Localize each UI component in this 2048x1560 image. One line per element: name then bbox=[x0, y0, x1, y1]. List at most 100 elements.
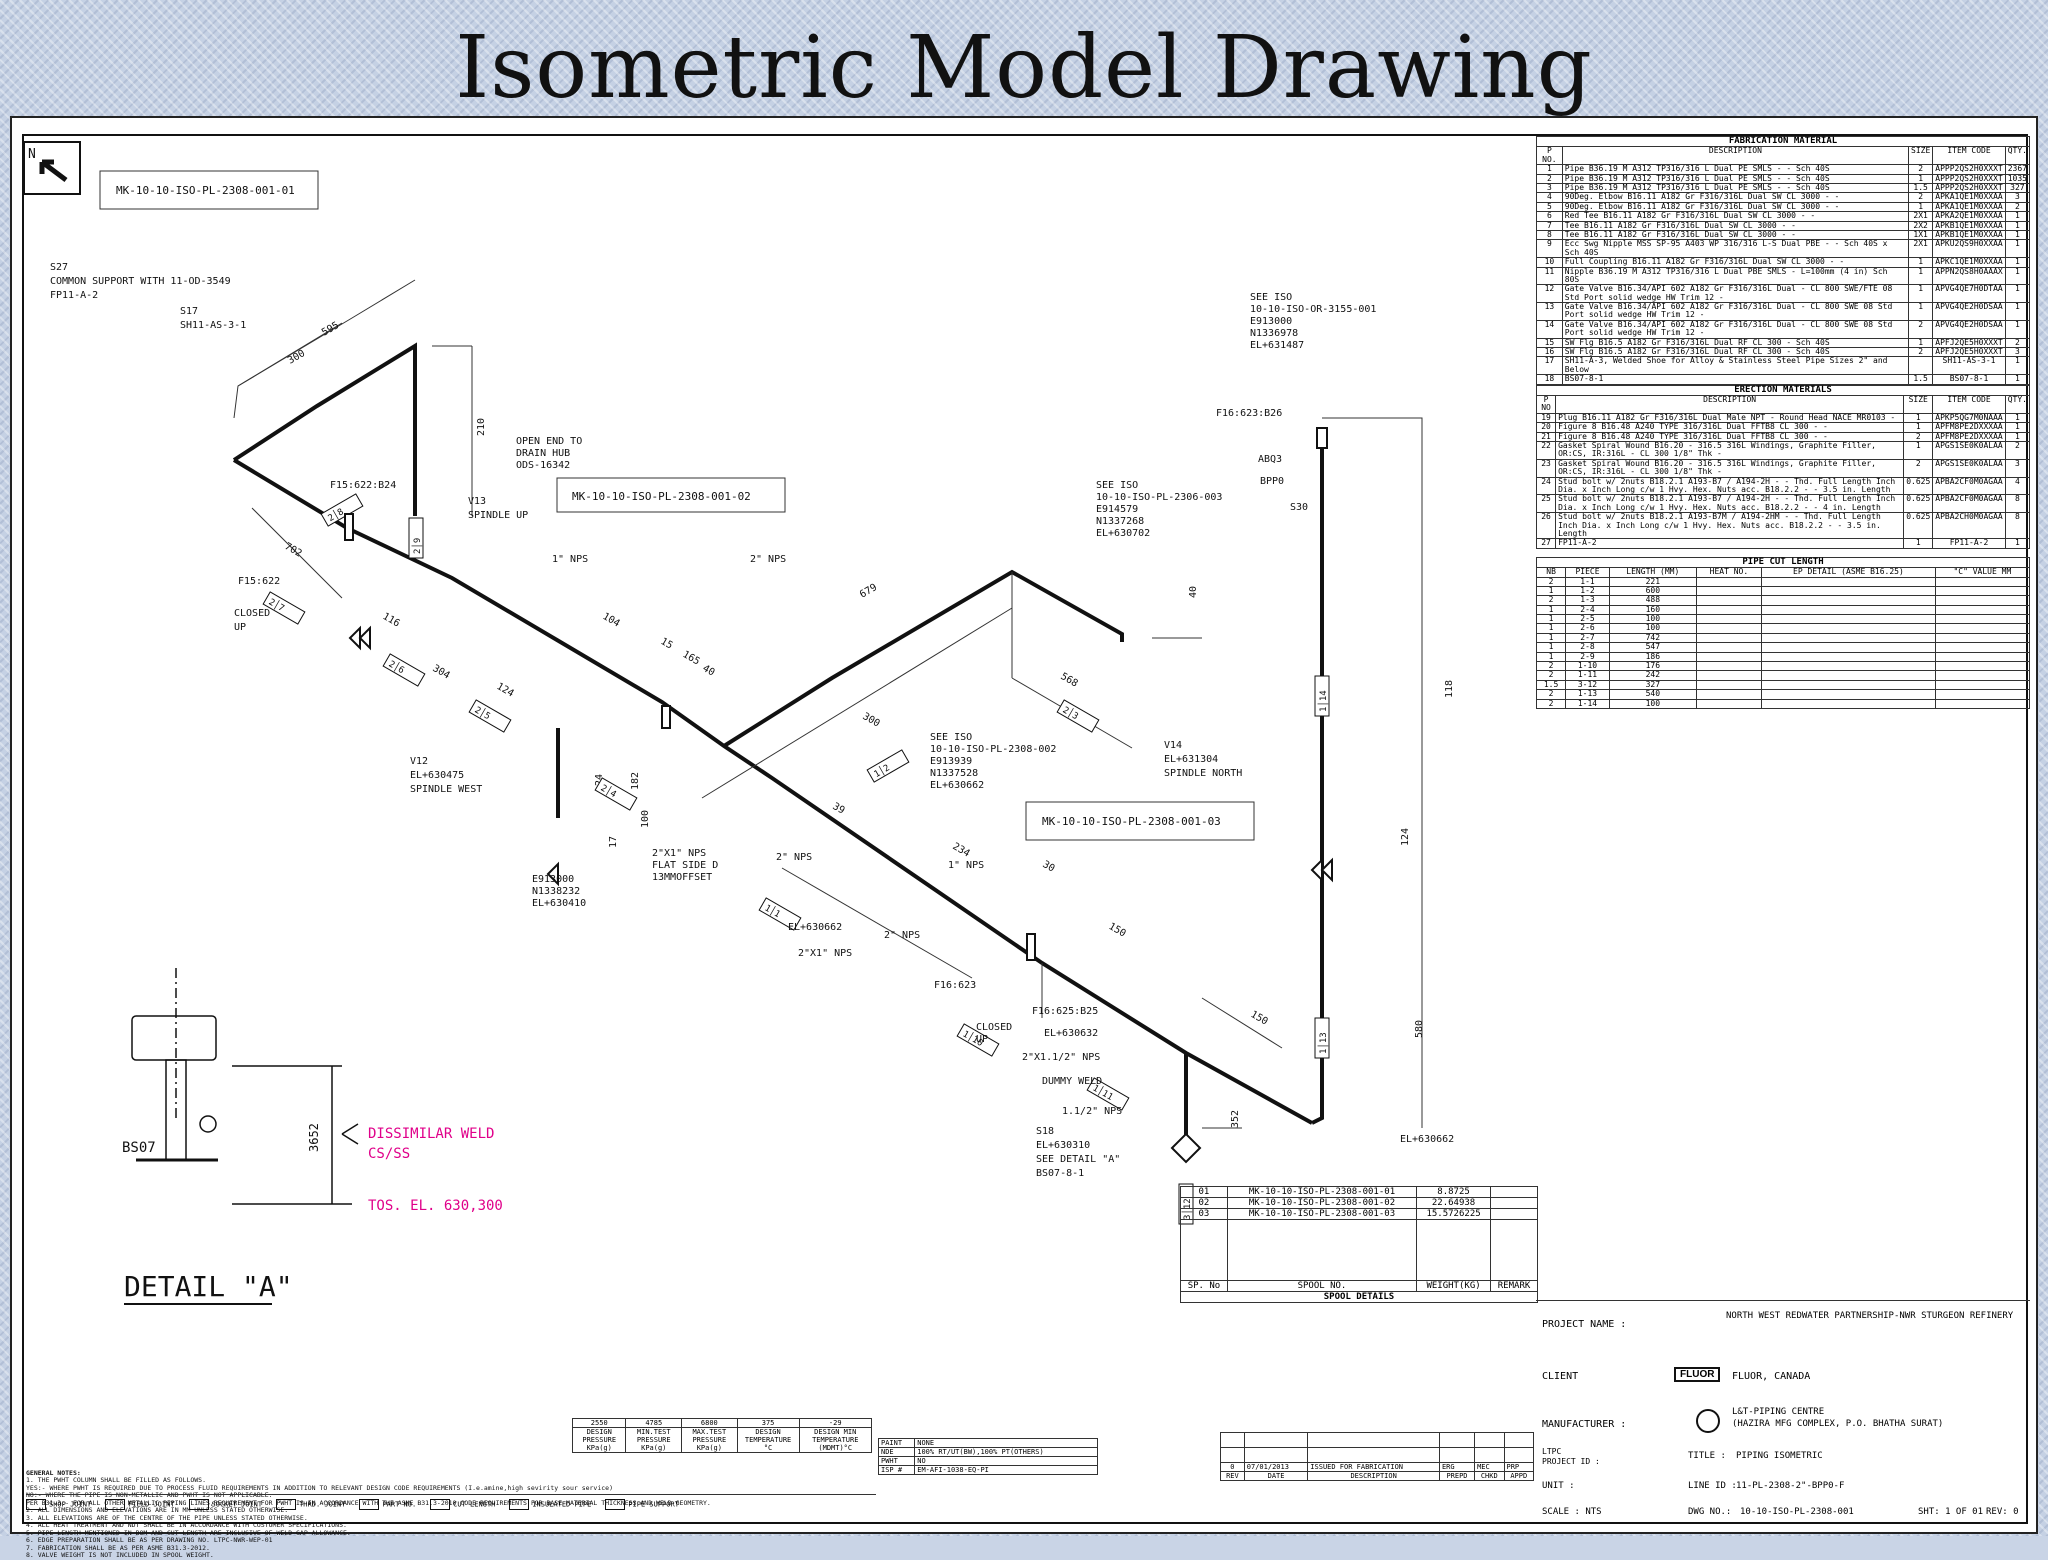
table-cell: 1 bbox=[2004, 284, 2031, 304]
svg-text:1" NPS: 1" NPS bbox=[948, 860, 984, 871]
table-cell: 1-1 bbox=[1565, 576, 1610, 587]
note-line: NO:- WHERE THE PIPE IS NON-METALLIC AND … bbox=[26, 1491, 273, 1500]
svg-text:DUMMY WELD: DUMMY WELD bbox=[1042, 1076, 1102, 1087]
table-cell: SH11-AS-3-1 bbox=[1932, 356, 2006, 376]
legend-symbol-icon bbox=[105, 1499, 126, 1510]
svg-text:10-10-ISO-PL-2308-002: 10-10-ISO-PL-2308-002 bbox=[930, 744, 1056, 755]
table-cell: 17 bbox=[1536, 356, 1563, 376]
table-cell: APBA2CF0M0AGAA bbox=[1932, 476, 2006, 496]
svg-text:CLOSED: CLOSED bbox=[234, 608, 270, 619]
table-cell bbox=[1761, 576, 1936, 587]
column-header: "C" VALUE MM bbox=[1934, 567, 2031, 578]
table-cell: 27 bbox=[1535, 538, 1557, 549]
dwg-no: 10-10-ISO-PL-2308-001 bbox=[1740, 1507, 1854, 1517]
dwg-no-label: DWG NO.: bbox=[1688, 1507, 1732, 1517]
svg-text:S17: S17 bbox=[180, 306, 198, 317]
paint-label: PAINT bbox=[877, 1438, 916, 1448]
design-label: DESIGN MIN TEMPERATURE (MDMT)°C bbox=[798, 1427, 873, 1453]
table-cell: APKA1QE1M0XXAA bbox=[1932, 192, 2006, 203]
line-id-label: LINE ID : bbox=[1688, 1481, 1737, 1491]
fabrication-title: FABRICATION MATERIAL bbox=[1536, 135, 2030, 148]
table-cell: 1 bbox=[2004, 538, 2031, 549]
paint-value: NONE bbox=[914, 1438, 1098, 1448]
design-label: DESIGN PRESSURE KPa(g) bbox=[571, 1427, 627, 1453]
note-line: 3. ALL ELEVATIONS ARE OF THE CENTRE OF T… bbox=[26, 1513, 308, 1522]
table-cell: Figure 8 B16.48 A240 TYPE 316/316L Dual … bbox=[1555, 422, 1905, 433]
svg-text:1" NPS: 1" NPS bbox=[552, 554, 588, 565]
table-cell: Red Tee B16.11 A182 Gr F316/316L Dual SW… bbox=[1561, 211, 1910, 222]
note-line: 4. ALL HEAT TREATMENT AND NDT SHALL BE I… bbox=[26, 1521, 347, 1530]
paint-row: ISP #EM-AFI-1038-EQ-PI bbox=[877, 1465, 1098, 1475]
manufacturer-label: MANUFACTURER : bbox=[1542, 1419, 1627, 1430]
detail-a: BS07 3652 DISSIMILAR WELD CS/SS TOS. EL.… bbox=[122, 968, 503, 1305]
erection-title: ERECTION MATERIALS bbox=[1536, 384, 2030, 397]
svg-text:234: 234 bbox=[951, 841, 972, 860]
table-cell bbox=[1908, 356, 1934, 376]
table-cell bbox=[1490, 1197, 1538, 1209]
legend-item: PIPE SUPPORT bbox=[605, 1499, 679, 1510]
svg-text:EL+630475: EL+630475 bbox=[410, 770, 464, 781]
svg-text:EL+630410: EL+630410 bbox=[532, 898, 586, 909]
svg-text:EL+630662: EL+630662 bbox=[930, 780, 984, 791]
design-label: MAX.TEST PRESSURE KPa(g) bbox=[681, 1427, 738, 1453]
svg-text:F15:622: F15:622 bbox=[238, 576, 280, 587]
svg-text:300: 300 bbox=[286, 348, 307, 367]
table-cell: APFM8PE2DXXXAA bbox=[1932, 422, 2006, 433]
legend-label: SHOP JOINT bbox=[49, 1500, 92, 1509]
table-cell: 100 bbox=[1608, 698, 1697, 709]
svg-text:2" NPS: 2" NPS bbox=[776, 852, 812, 863]
table-cell: 2 bbox=[1908, 347, 1934, 358]
svg-text:10-10-ISO-OR-3155-001: 10-10-ISO-OR-3155-001 bbox=[1250, 304, 1376, 315]
table-cell bbox=[1761, 642, 1936, 653]
table-cell: 100 bbox=[1608, 623, 1697, 634]
svg-text:13MMOFFSET: 13MMOFFSET bbox=[652, 872, 712, 883]
table-cell bbox=[1695, 642, 1763, 653]
table-cell: 3 bbox=[2004, 192, 2031, 203]
table-cell bbox=[1934, 585, 2031, 597]
table-cell: Stud bolt w/ 2nuts B18.2.1 A193-B7 / A19… bbox=[1555, 494, 1905, 514]
paint-value: 100% RT/UT(BW),100% PT(OTHERS) bbox=[914, 1447, 1098, 1457]
table-cell bbox=[1695, 585, 1763, 597]
column-header: PIECE bbox=[1565, 567, 1610, 578]
table-cell: 12 bbox=[1536, 284, 1563, 304]
table-cell bbox=[1934, 632, 2031, 644]
slide-title: Isometric Model Drawing bbox=[455, 18, 1593, 118]
client-name: FLUOR, CANADA bbox=[1732, 1371, 1811, 1382]
table-cell: 3 bbox=[2004, 347, 2031, 358]
table-cell: APKC1QE1M0XXAA bbox=[1932, 257, 2006, 268]
legend-symbol-icon bbox=[359, 1499, 380, 1510]
table-cell: 2-6 bbox=[1565, 623, 1610, 634]
svg-text:CS/SS: CS/SS bbox=[368, 1146, 410, 1162]
table-cell: 547 bbox=[1608, 642, 1697, 653]
table-cell: Stud bolt w/ 2nuts B18.2.1 A193-B7 / A19… bbox=[1555, 476, 1905, 496]
line-id: 11-PL-2308-2"-BPP0-F bbox=[1736, 1481, 1845, 1491]
svg-text:304: 304 bbox=[431, 663, 452, 682]
svg-text:BPP0: BPP0 bbox=[1260, 476, 1284, 487]
svg-text:EL+630310: EL+630310 bbox=[1036, 1140, 1090, 1151]
svg-text:150: 150 bbox=[1249, 1009, 1270, 1028]
svg-text:150: 150 bbox=[1107, 921, 1128, 940]
table-cell bbox=[1761, 660, 1936, 672]
table-cell bbox=[1934, 614, 2031, 625]
table-cell: 1X1 bbox=[1908, 229, 1934, 241]
table-cell: APPN2QS8H0AAAX bbox=[1932, 266, 2006, 286]
paint-value: NO bbox=[914, 1456, 1098, 1466]
column-header: NB bbox=[1535, 567, 1567, 578]
note-line: 2. ALL DIMENSIONS AND ELEVATIONS ARE IN … bbox=[26, 1506, 289, 1515]
dimension-labels: 300 595 210 702 116 304 124 104 15 165 4… bbox=[283, 320, 1456, 1128]
table-cell: BS07-8-1 bbox=[1932, 374, 2006, 385]
project-id-label: PROJECT ID : bbox=[1542, 1457, 1600, 1466]
svg-text:SEE ISO: SEE ISO bbox=[930, 732, 972, 743]
column-header: APPD bbox=[1503, 1471, 1534, 1481]
table-cell: Pipe B36.19 M A312 TP316/316 L Dual PE S… bbox=[1561, 164, 1910, 175]
